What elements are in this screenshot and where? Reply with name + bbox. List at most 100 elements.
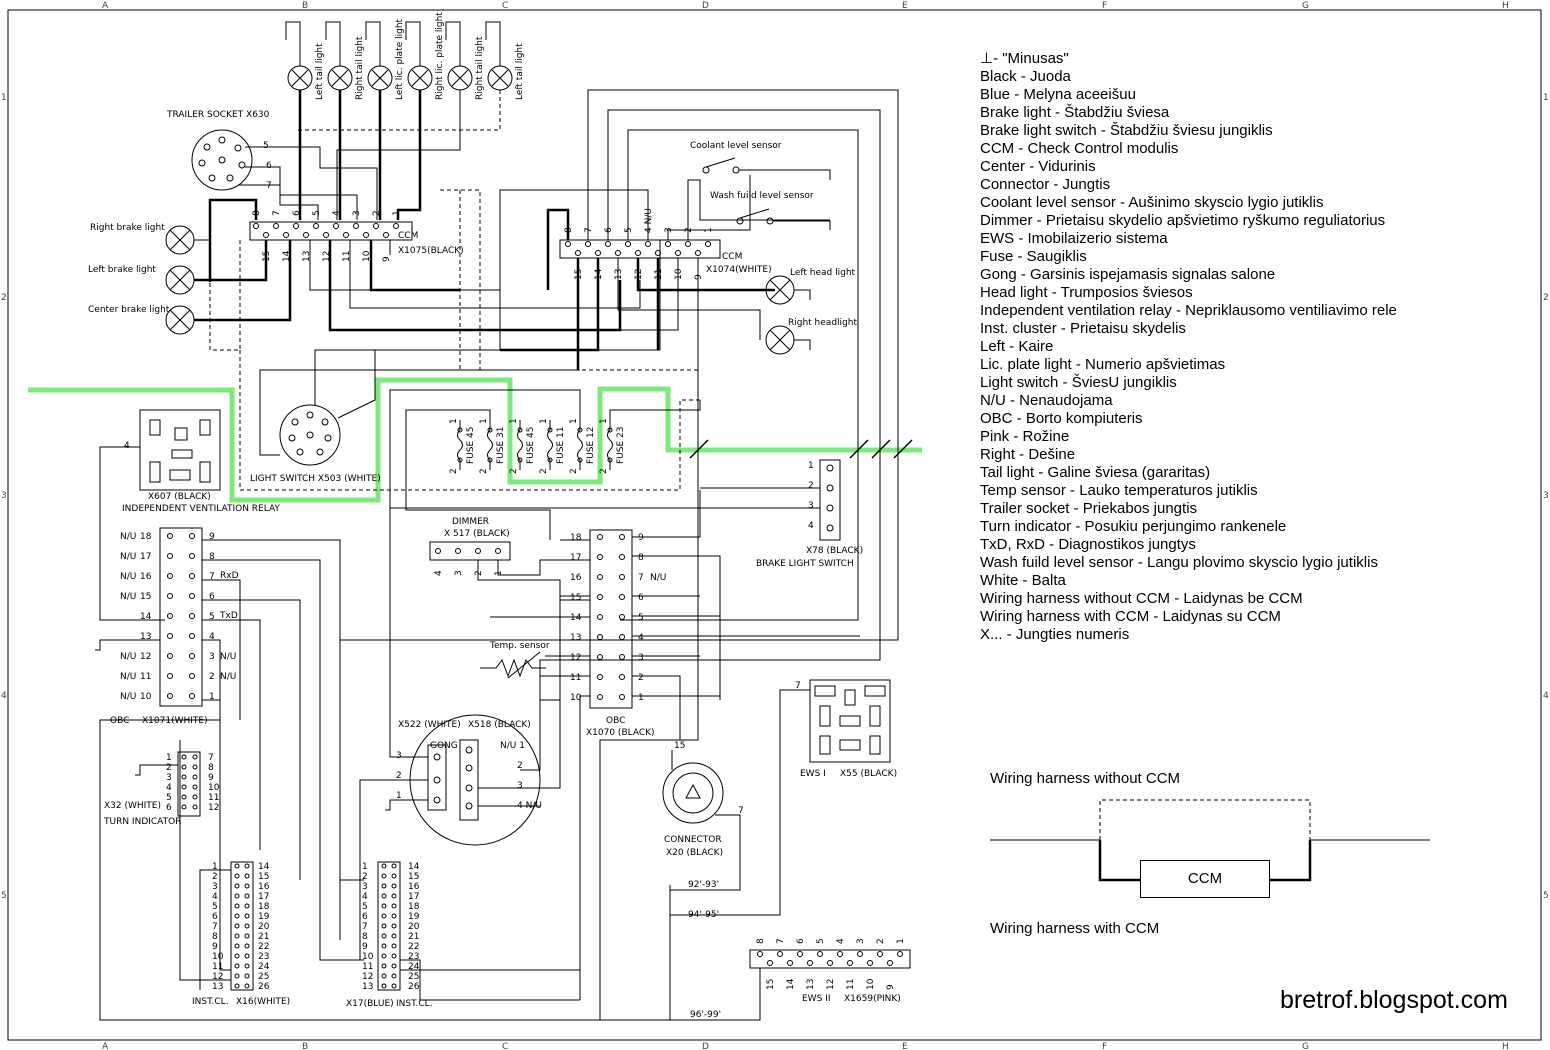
nu-label: N/U <box>220 672 236 682</box>
pin <box>381 913 387 919</box>
pin <box>244 863 250 869</box>
turn-indicator-connector <box>177 751 201 817</box>
pin <box>167 593 173 599</box>
pin <box>619 654 625 660</box>
legend-item: Blue - Melyna aceeišuu <box>980 86 1136 103</box>
pin-label: 12 <box>140 652 151 662</box>
connector-x20 <box>662 689 810 1020</box>
pin <box>897 951 903 957</box>
x16-connector <box>230 861 254 991</box>
fuse-pin-label: 2 <box>599 468 609 474</box>
pin <box>192 804 198 810</box>
pin <box>619 554 625 560</box>
pin <box>619 694 625 700</box>
obc-x1071-connector <box>159 527 203 707</box>
pin <box>645 241 651 247</box>
pin-label: 17 <box>408 892 419 902</box>
pin <box>167 553 173 559</box>
level-sensor-switches <box>702 157 831 230</box>
pin-label: 13 <box>614 269 624 280</box>
brake-switch-pins <box>390 464 834 532</box>
pin-label: 4 N/U <box>644 208 654 233</box>
pin-label: 16 <box>408 882 420 892</box>
ews1-connector <box>809 679 891 763</box>
pin <box>244 903 250 909</box>
trailer-wires <box>208 90 501 282</box>
pin-label: 25 <box>408 972 419 982</box>
pin-label: 9 <box>638 533 644 543</box>
pin <box>391 933 397 939</box>
pin-label: 26 <box>258 982 270 992</box>
fuse-pin-label: 1 <box>449 418 459 424</box>
pin-label: 6 <box>209 592 215 602</box>
fuse-pin-label: 2 <box>449 468 459 474</box>
pin <box>189 533 195 539</box>
pin-label: 16 <box>570 573 582 583</box>
pin-label: 1 <box>166 753 172 763</box>
pin <box>303 232 309 238</box>
pin <box>234 883 240 889</box>
pin <box>665 241 671 247</box>
pin-label: 12 <box>208 803 219 813</box>
pin-label: 3 <box>209 652 215 662</box>
pin <box>181 774 187 780</box>
pin <box>391 863 397 869</box>
x17-label: X17(BLUE) <box>346 999 394 1009</box>
pin-label: 13 <box>806 979 816 990</box>
fuse-label: FUSE 23 <box>616 427 626 464</box>
pin <box>685 241 691 247</box>
pin-label: 15 <box>766 979 776 990</box>
pin-label: 14 <box>408 862 420 872</box>
pin-label: 6 <box>796 938 806 944</box>
pin-label: 26 <box>408 982 420 992</box>
pin <box>391 903 397 909</box>
grid-col-top: H <box>1502 1 1509 11</box>
x1075-label: X1075(BLACK) <box>398 246 464 256</box>
pin-label: 5 <box>624 227 634 233</box>
pin-label: 2 <box>209 672 215 682</box>
pin <box>675 250 681 256</box>
pin <box>192 764 198 770</box>
lamp: Right tail light <box>445 21 485 100</box>
pin <box>244 883 250 889</box>
legend-item: Wiring harness without CCM - Laidynas be… <box>980 590 1303 607</box>
pin-label: 5 <box>312 210 322 216</box>
trailer-socket <box>191 129 253 191</box>
fuse-pin-label: 1 <box>479 418 489 424</box>
pin-label: 10 <box>140 692 152 702</box>
pin-label: 13 <box>302 251 312 262</box>
pin <box>847 960 853 966</box>
fuse-pin-label: 1 <box>509 418 519 424</box>
pin-label: 12 <box>570 653 581 663</box>
pin <box>373 223 379 229</box>
pin-label: 19 <box>408 912 420 922</box>
pin <box>877 951 883 957</box>
pin <box>495 548 501 554</box>
pin <box>575 250 581 256</box>
pin <box>597 654 603 660</box>
pin-label: 16 <box>258 882 270 892</box>
legend-item: Temp sensor - Lauko temperaturos jutikli… <box>980 482 1258 499</box>
w9293-label: 92'-93' <box>688 880 719 890</box>
watermark: bretrof.blogspot.com <box>1280 986 1508 1014</box>
pin-label: 1 <box>638 693 644 703</box>
pin <box>381 863 387 869</box>
pin-label: 4 <box>638 633 644 643</box>
pin-label: 6 <box>166 803 172 813</box>
pin <box>381 973 387 979</box>
pin-label: 10 <box>674 268 684 280</box>
pin <box>391 943 397 949</box>
pin <box>475 548 481 554</box>
pin-label: 7 <box>208 753 214 763</box>
pin-label: 7 <box>776 938 786 944</box>
connector-label: CONNECTOR <box>664 835 722 845</box>
pin-label: 20 <box>408 922 420 932</box>
pin-label: 18 <box>408 902 420 912</box>
x20-label: X20 (BLACK) <box>666 848 723 858</box>
fuse-label: FUSE 31 <box>496 427 506 464</box>
pin <box>381 983 387 989</box>
pin-label: 3 <box>362 882 368 892</box>
x1071-label: X1071(WHITE) <box>142 716 208 726</box>
pin <box>192 774 198 780</box>
